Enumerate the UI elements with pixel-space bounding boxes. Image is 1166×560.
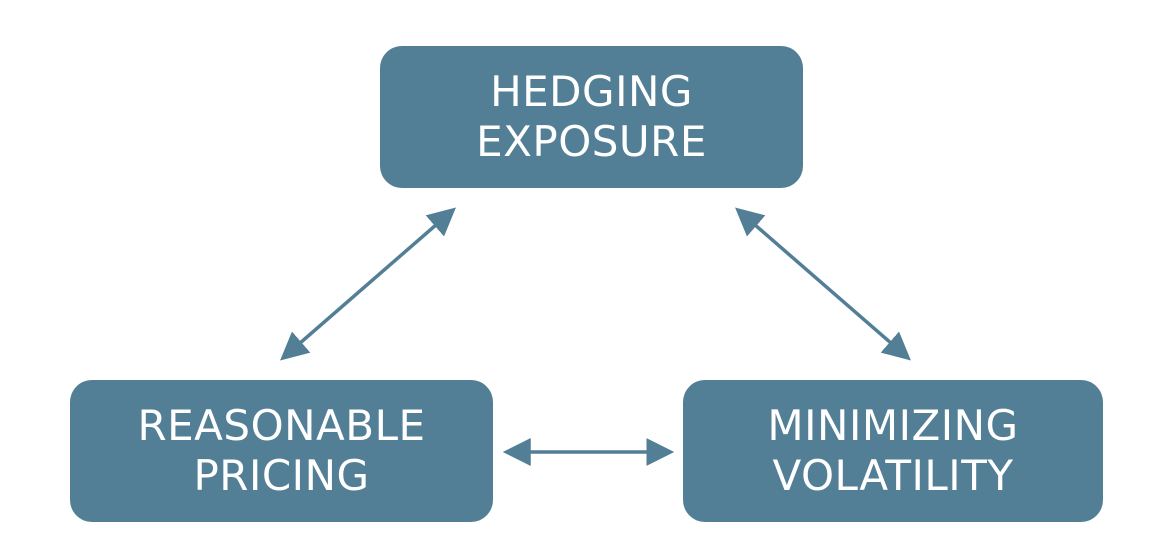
- hedging-exposure-line1: HEDGING: [490, 67, 693, 116]
- arrow-hedging-minimizing: [735, 207, 911, 361]
- minimizing-volatility-line2: VOLATILITY: [772, 451, 1014, 500]
- hedging-exposure-line2: EXPOSURE: [476, 117, 707, 166]
- minimizing-volatility-box: MINIMIZING VOLATILITY: [683, 380, 1103, 522]
- reasonable-pricing-line1: REASONABLE: [137, 401, 426, 450]
- reasonable-pricing-box: REASONABLE PRICING: [70, 380, 493, 522]
- arrow-hedging-reasonable: [280, 207, 456, 361]
- hedging-exposure-box: HEDGING EXPOSURE: [380, 46, 803, 188]
- reasonable-pricing-line2: PRICING: [193, 451, 370, 500]
- minimizing-volatility-line1: MINIMIZING: [767, 401, 1019, 450]
